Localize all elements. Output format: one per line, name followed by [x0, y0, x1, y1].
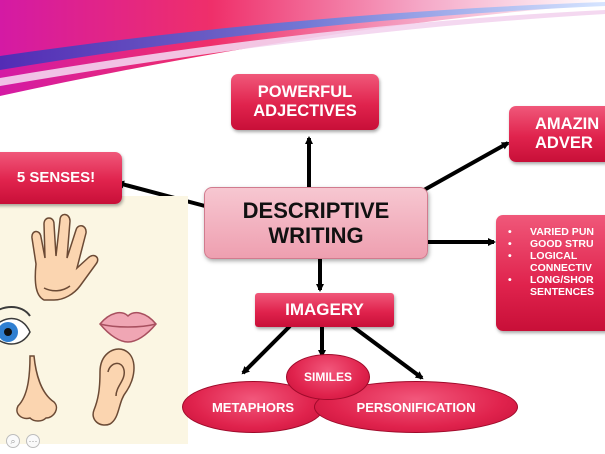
header-banner: [0, 0, 605, 96]
node-imagery: IMAGERY: [255, 293, 394, 327]
node-descriptive-writing-line2: WRITING: [268, 223, 364, 248]
more-icon[interactable]: ⋯: [26, 434, 40, 448]
node-descriptive-writing-line1: DESCRIPTIVE: [242, 197, 390, 223]
list-item: LOGICAL CONNECTIV: [508, 250, 605, 274]
eye-icon: [0, 306, 31, 345]
nose-icon: [16, 355, 58, 422]
node-amazing-adverbs: AMAZIN ADVER: [509, 106, 605, 162]
node-amazing-adverbs-line1: AMAZIN: [535, 115, 600, 134]
ear-icon: [92, 348, 135, 426]
node-powerful-adjectives-line2: ADJECTIVES: [253, 102, 357, 120]
hand-icon: [31, 213, 99, 301]
arrow-to-adverbs: [423, 141, 510, 192]
node-sentence-features-list: VARIED PUN GOOD STRU LOGICAL CONNECTIV L…: [496, 215, 605, 331]
node-metaphors-label: METAPHORS: [211, 399, 295, 415]
node-5-senses-label: 5 SENSES!: [16, 169, 96, 187]
arrow-to-personification: [350, 324, 424, 380]
senses-illustration: [0, 196, 188, 444]
node-powerful-adjectives: POWERFUL ADJECTIVES: [231, 74, 379, 130]
zoom-icon[interactable]: ⌕: [6, 434, 20, 448]
lips-icon: [99, 311, 157, 343]
node-descriptive-writing: DESCRIPTIVE WRITING: [204, 187, 428, 259]
arrow-to-metaphors: [241, 324, 292, 375]
list-item: VARIED PUN: [508, 226, 605, 238]
arrow-to-senses: [116, 180, 206, 208]
node-powerful-adjectives-line1: POWERFUL: [257, 83, 353, 102]
node-imagery-label: IMAGERY: [285, 300, 364, 320]
node-similes: SIMILES: [286, 354, 370, 400]
node-5-senses: 5 SENSES!: [0, 152, 122, 204]
node-amazing-adverbs-line2: ADVER: [535, 134, 593, 152]
node-similes-label: SIMILES: [303, 370, 352, 384]
list-item: GOOD STRU: [508, 238, 605, 250]
list-item: LONG/SHOR SENTENCES: [508, 274, 605, 298]
node-personification-label: PERSONIFICATION: [356, 399, 476, 415]
